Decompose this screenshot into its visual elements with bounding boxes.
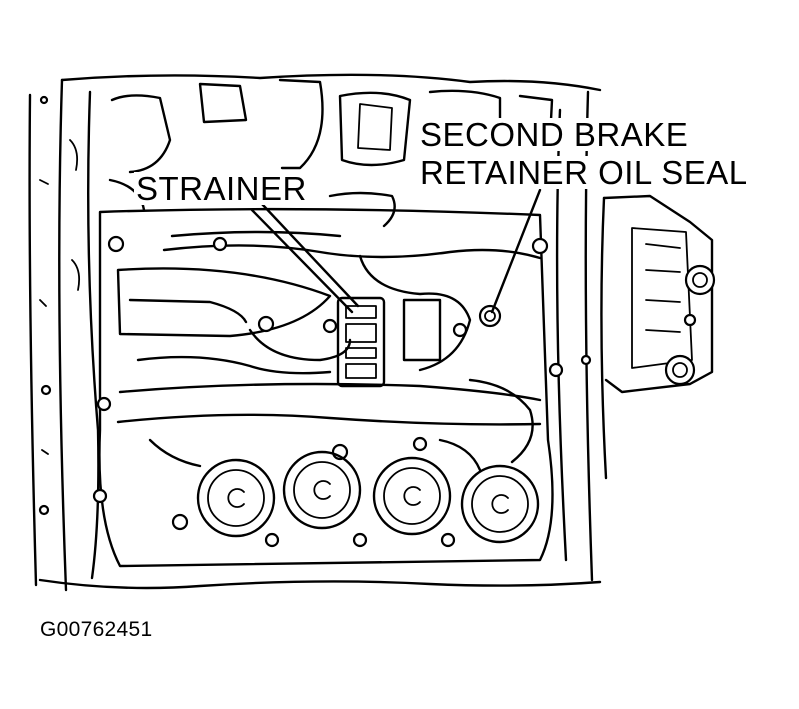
- left-edge-details: [39, 139, 81, 455]
- oil-seal-component: [478, 304, 502, 328]
- upper-passages: [108, 78, 554, 228]
- flange-bolt-bottom: [664, 354, 696, 386]
- strainer-component: [336, 296, 386, 388]
- valve-body-bolt-holes: [38, 95, 697, 548]
- strainer-label: STRAINER: [134, 170, 309, 207]
- solenoid-2: [282, 450, 362, 530]
- second-brake-label-line-2: RETAINER OIL SEAL: [418, 154, 750, 191]
- figure-id: G00762451: [40, 618, 153, 641]
- side-flange: [602, 194, 714, 394]
- solenoid-1: [196, 458, 276, 538]
- leader-line-oil-seal: [490, 188, 542, 314]
- valve-body-plate: [98, 207, 554, 568]
- second-brake-label-line-1: SECOND BRAKE: [418, 116, 691, 153]
- solenoid-4: [460, 464, 540, 544]
- solenoid-3: [372, 456, 452, 536]
- flange-bolt-top: [684, 264, 716, 296]
- leader-line-strainer: [250, 202, 360, 314]
